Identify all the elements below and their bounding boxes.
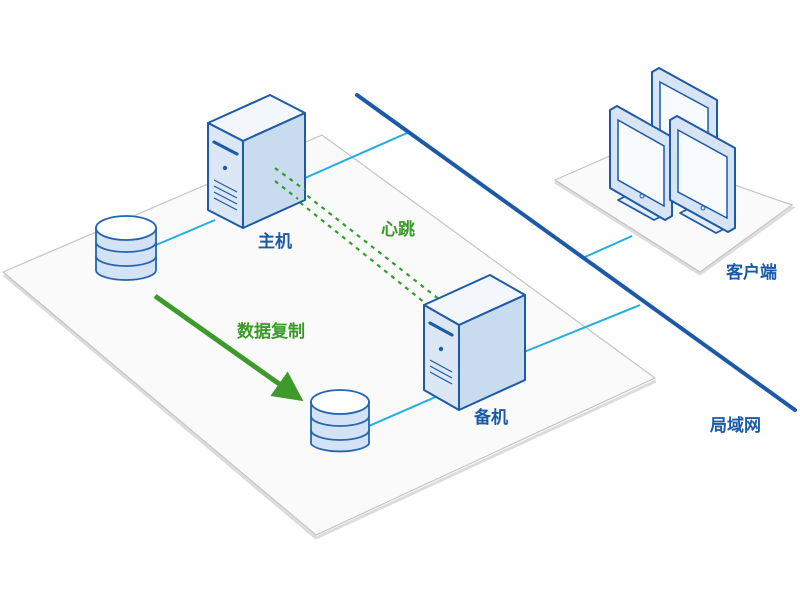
primary-database-icon: [95, 215, 157, 281]
lan-label: 局域网: [710, 415, 761, 436]
monitor-icon: [609, 105, 673, 221]
heartbeat-label: 心跳: [381, 219, 415, 240]
monitor-icon: [669, 115, 736, 234]
clients-lan-link: [584, 235, 633, 258]
primary-lan-link: [304, 132, 408, 179]
replication-label: 数据复制: [237, 321, 305, 342]
server-platform: [1, 134, 657, 540]
primary-server-label: 主机: [258, 231, 292, 252]
replication-arrow: [153, 293, 304, 402]
standby-lan-link: [523, 304, 641, 353]
primary-server-icon: [207, 94, 306, 229]
standby-server-label: 备机: [473, 407, 508, 428]
heartbeat-link: [271, 167, 441, 308]
primary-db-link: [155, 219, 216, 246]
standby-db-link: [368, 394, 441, 427]
standby-database-icon: [310, 389, 370, 453]
standby-server-icon: [423, 274, 526, 411]
lan-bus: [355, 93, 797, 412]
clients-label: 客户端: [725, 262, 777, 283]
client-monitors-icon: [609, 67, 736, 234]
